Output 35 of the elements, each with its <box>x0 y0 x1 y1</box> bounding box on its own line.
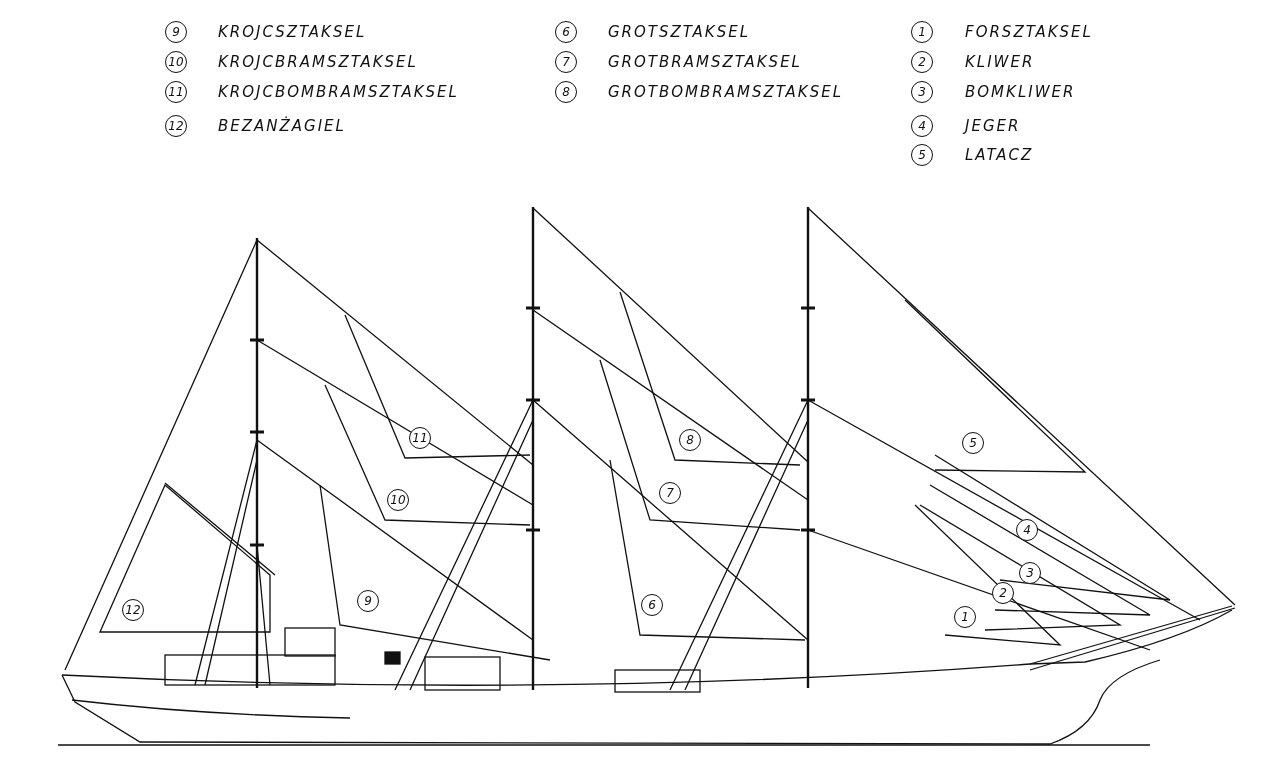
sail-name: GROTSZTAKSEL <box>608 23 751 41</box>
callout-number: 9 <box>357 590 379 612</box>
sail-name: GROTBOMBRAMSZTAKSEL <box>608 83 843 101</box>
sail-name: FORSZTAKSEL <box>965 23 1093 41</box>
callout-number: 11 <box>409 427 431 449</box>
callout-number: 1 <box>954 606 976 628</box>
callout-number: 8 <box>555 81 577 103</box>
callout-number: 11 <box>165 81 187 103</box>
callout-number: 3 <box>911 81 933 103</box>
callout-number: 4 <box>911 115 933 137</box>
callout-number: 5 <box>962 432 984 454</box>
callout-number: 7 <box>659 482 681 504</box>
callout-number: 8 <box>679 429 701 451</box>
callout-number: 2 <box>992 582 1014 604</box>
sail-name: KROJCBOMBRAMSZTAKSEL <box>218 83 459 101</box>
callout-number: 4 <box>1016 519 1038 541</box>
callout-number: 5 <box>911 144 933 166</box>
sail-name: BOMKLIWER <box>965 83 1076 101</box>
callout-number: 3 <box>1019 562 1041 584</box>
callout-number: 9 <box>165 21 187 43</box>
callout-number: 10 <box>165 51 187 73</box>
callout-number: 6 <box>641 594 663 616</box>
callout-number: 6 <box>555 21 577 43</box>
sail-name: KROJCSZTAKSEL <box>218 23 367 41</box>
sail-name: KROJCBRAMSZTAKSEL <box>218 53 418 71</box>
sail-name: LATACZ <box>965 146 1034 164</box>
callout-number: 12 <box>165 115 187 137</box>
callout-number: 10 <box>387 489 409 511</box>
callout-number: 12 <box>122 599 144 621</box>
callout-number: 7 <box>555 51 577 73</box>
sail-name: KLIWER <box>965 53 1035 71</box>
sail-name: BEZANŻAGIEL <box>218 117 346 135</box>
callout-number: 2 <box>911 51 933 73</box>
callout-number: 1 <box>911 21 933 43</box>
sail-name: GROTBRAMSZTAKSEL <box>608 53 802 71</box>
